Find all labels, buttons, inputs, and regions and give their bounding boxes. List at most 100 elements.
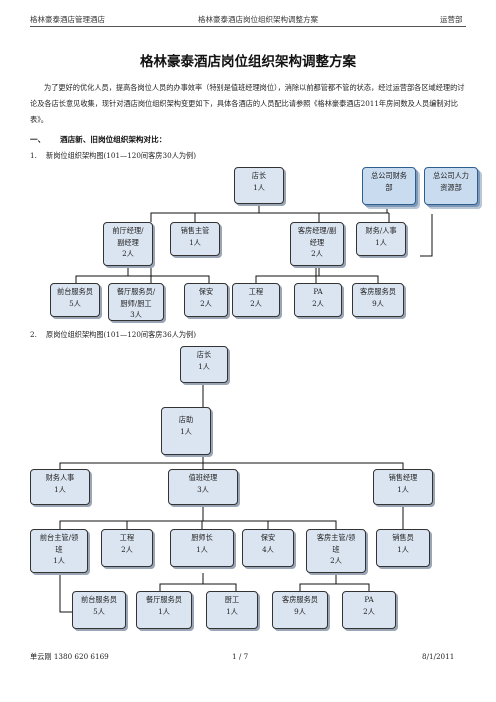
- box-headcount: 1人: [253, 182, 265, 192]
- new-box-hq-finance: 总公司财务部: [362, 167, 416, 205]
- old-box-room-attendant: 客房服务员 9人: [272, 591, 328, 629]
- box-headcount: 3人: [197, 484, 209, 494]
- box-headcount: 1人: [198, 361, 210, 371]
- box-label-2: 部: [385, 182, 393, 192]
- box-label: 前台服务员: [57, 287, 93, 296]
- header-right: 运营部: [440, 15, 463, 24]
- box-label: 总公司人力: [433, 171, 469, 180]
- box-label: 销售员: [392, 533, 414, 542]
- old-box-pa: PA 2人: [342, 591, 396, 629]
- old-box-duty-manager: 值班经理 3人: [168, 469, 238, 505]
- box-label: 店长: [251, 171, 267, 180]
- intro-paragraph: 为了更好的优化人员，提高各岗位人员的办事效率（特别是值班经理岗位），消除以前都管…: [30, 83, 465, 124]
- box-headcount: 2人: [200, 298, 212, 308]
- chart2-caption: 2. 原岗位组织架构图(101—120间客房36人为例): [30, 330, 196, 340]
- box-label-2: 厨师/厨工: [120, 298, 152, 308]
- box-headcount: 2人: [250, 298, 262, 308]
- box-label: 值班经理: [188, 473, 218, 482]
- box-headcount: 2人: [311, 249, 323, 258]
- box-label: 客房经理/副: [297, 226, 337, 235]
- new-box-pa: PA 2人: [294, 283, 342, 317]
- new-box-security: 保安 2人: [184, 283, 228, 317]
- box-label: 店助: [178, 415, 194, 424]
- box-label: 餐厅服务员: [146, 595, 182, 604]
- box-label: 销售主管: [180, 226, 210, 235]
- box-headcount: 1人: [375, 237, 387, 247]
- header-left: 格林豪泰酒店管理酒店: [30, 15, 105, 24]
- chart2-number: 2.: [30, 330, 37, 339]
- box-headcount: 1人: [196, 544, 208, 554]
- box-headcount: 1人: [53, 556, 65, 565]
- chart1-number: 1.: [30, 151, 37, 160]
- box-headcount: 2人: [330, 556, 342, 565]
- box-label: 厨师长: [191, 533, 213, 542]
- page-number: 1 / 7: [232, 652, 249, 661]
- chart1-caption: 1.新岗位组织架构图(101—120间客房30人为例): [30, 151, 196, 161]
- section-number: 一、: [30, 135, 46, 144]
- new-box-housekeeping-manager: 客房经理/副经理 2人: [290, 222, 344, 266]
- box-label: 客房服务员: [360, 287, 396, 296]
- chart2-caption-text: 原岗位组织架构图(101—120间客房36人为例): [46, 330, 197, 339]
- section-heading: 一、酒店新、旧岗位组织架构对比：: [30, 134, 166, 145]
- box-headcount: 2人: [363, 606, 375, 616]
- box-headcount: 1人: [189, 237, 201, 247]
- box-headcount: 3人: [130, 310, 142, 319]
- header-center: 格林豪泰酒店岗位组织架构调整方案: [198, 15, 318, 24]
- box-headcount: 2人: [312, 298, 324, 308]
- box-label: 客房主管/领: [316, 533, 356, 542]
- box-label: 前台主管/领: [39, 533, 79, 542]
- box-label: 工程: [248, 287, 264, 296]
- box-headcount: 2人: [121, 544, 133, 554]
- box-label: PA: [364, 595, 374, 604]
- old-box-sales-rep: 销售员 1人: [376, 529, 430, 567]
- footer-date: 8/1/2011: [422, 652, 455, 661]
- header-divider: [30, 26, 466, 27]
- box-label: 保安: [198, 287, 214, 296]
- new-box-manager: 店长 1人: [234, 167, 284, 204]
- new-box-hq-hr: 总公司人力资源部: [424, 167, 478, 205]
- box-headcount: 9人: [294, 606, 306, 616]
- box-label-2: 经理: [309, 237, 325, 247]
- footer-left: 单云刚 1380 620 6169: [30, 652, 109, 661]
- box-label: 厨工: [224, 595, 240, 604]
- box-headcount: 1人: [397, 544, 409, 554]
- box-headcount: 1人: [397, 484, 409, 494]
- new-box-sales-supervisor: 销售主管 1人: [170, 222, 220, 256]
- old-box-housekeeping-supervisor: 客房主管/领班 2人: [306, 529, 366, 573]
- box-label: 客房服务员: [282, 595, 318, 604]
- new-box-finance-hr: 财务/人事 1人: [356, 222, 406, 256]
- box-label: PA: [313, 287, 323, 296]
- box-label: 前厅经理/: [112, 226, 144, 235]
- box-label: 财务/人事: [365, 226, 397, 235]
- old-box-kitchen-staff: 厨工 1人: [206, 591, 258, 629]
- box-label: 前台服务员: [81, 595, 117, 604]
- box-label: 总公司财务: [371, 171, 407, 180]
- old-box-restaurant: 餐厅服务员 1人: [136, 591, 192, 629]
- box-headcount: 1人: [158, 606, 170, 616]
- old-box-head-chef: 厨师长 1人: [170, 529, 234, 567]
- old-box-assistant-manager: 店助 1人: [161, 407, 211, 455]
- box-label-2: 资源部: [440, 182, 462, 192]
- box-headcount: 1人: [180, 426, 192, 436]
- box-headcount: 9人: [372, 298, 384, 308]
- box-label-2: 班: [332, 544, 340, 554]
- box-headcount: 5人: [69, 298, 81, 308]
- old-box-sales-manager: 销售经理 1人: [373, 469, 433, 505]
- new-box-reception: 前台服务员 5人: [50, 283, 100, 317]
- box-label: 财务人事: [45, 473, 75, 482]
- old-box-manager: 店长 1人: [180, 346, 228, 383]
- box-label: 销售经理: [388, 473, 418, 482]
- box-headcount: 4人: [262, 544, 274, 554]
- new-box-room-attendant: 客房服务员 9人: [352, 283, 404, 317]
- box-headcount: 1人: [226, 606, 238, 616]
- new-box-engineering: 工程 2人: [232, 283, 280, 317]
- document-title: 格林豪泰酒店岗位组织架构调整方案: [140, 54, 356, 70]
- box-label: 店长: [196, 350, 212, 359]
